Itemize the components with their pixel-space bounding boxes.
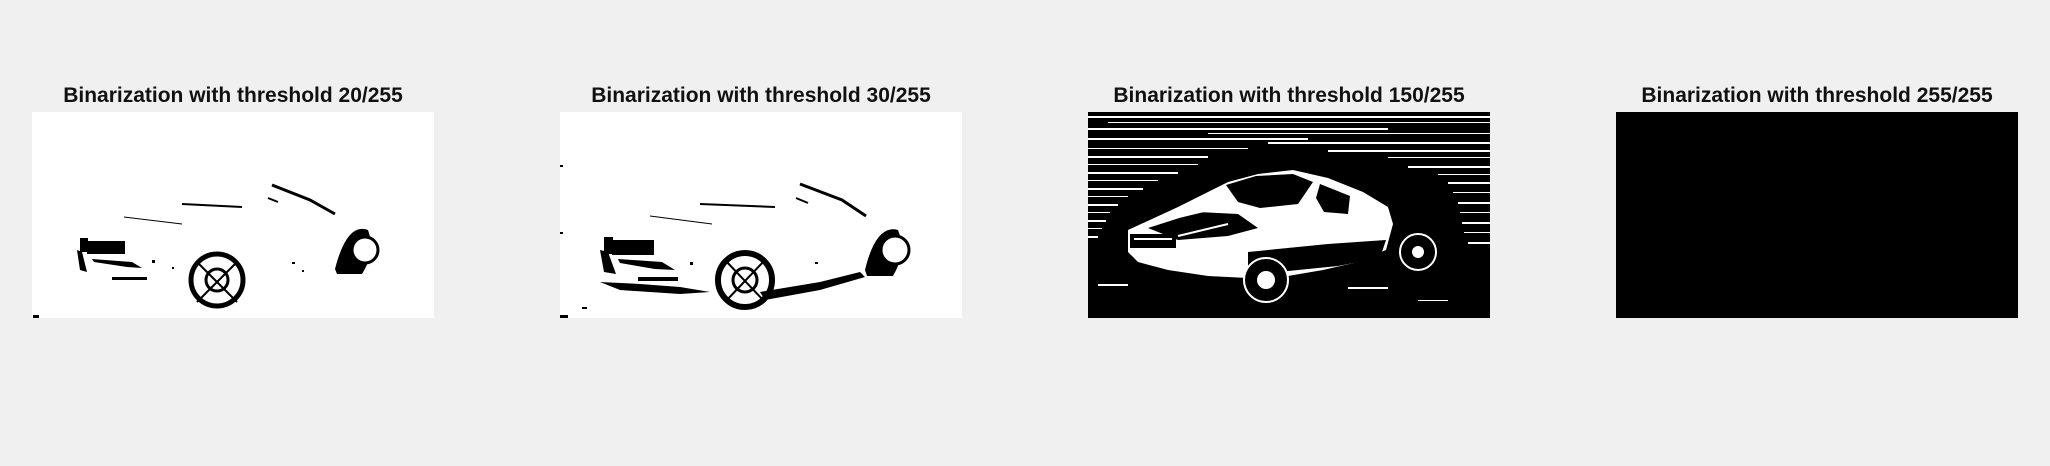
- figure-panel-2: Binarization with threshold 30/255: [560, 80, 962, 318]
- binarized-image-20: [32, 112, 434, 318]
- figure-panel-1: Binarization with threshold 20/255: [32, 80, 434, 318]
- binarized-car-image: [560, 112, 962, 318]
- binarized-image-150: [1088, 112, 1490, 318]
- figure-panel-4: Binarization with threshold 255/255: [1616, 80, 2018, 318]
- binarized-car-image: [32, 112, 434, 318]
- binarized-car-image: [1088, 112, 1490, 318]
- panel-title: Binarization with threshold 20/255: [63, 84, 403, 107]
- binarized-image-255: [1616, 112, 2018, 318]
- panel-title: Binarization with threshold 30/255: [591, 84, 931, 107]
- binarized-image-30: [560, 112, 962, 318]
- panel-title: Binarization with threshold 150/255: [1113, 84, 1465, 107]
- panel-title: Binarization with threshold 255/255: [1641, 84, 1993, 107]
- figure-panel-3: Binarization with threshold 150/255: [1088, 80, 1490, 318]
- binarized-black-image: [1616, 112, 2018, 318]
